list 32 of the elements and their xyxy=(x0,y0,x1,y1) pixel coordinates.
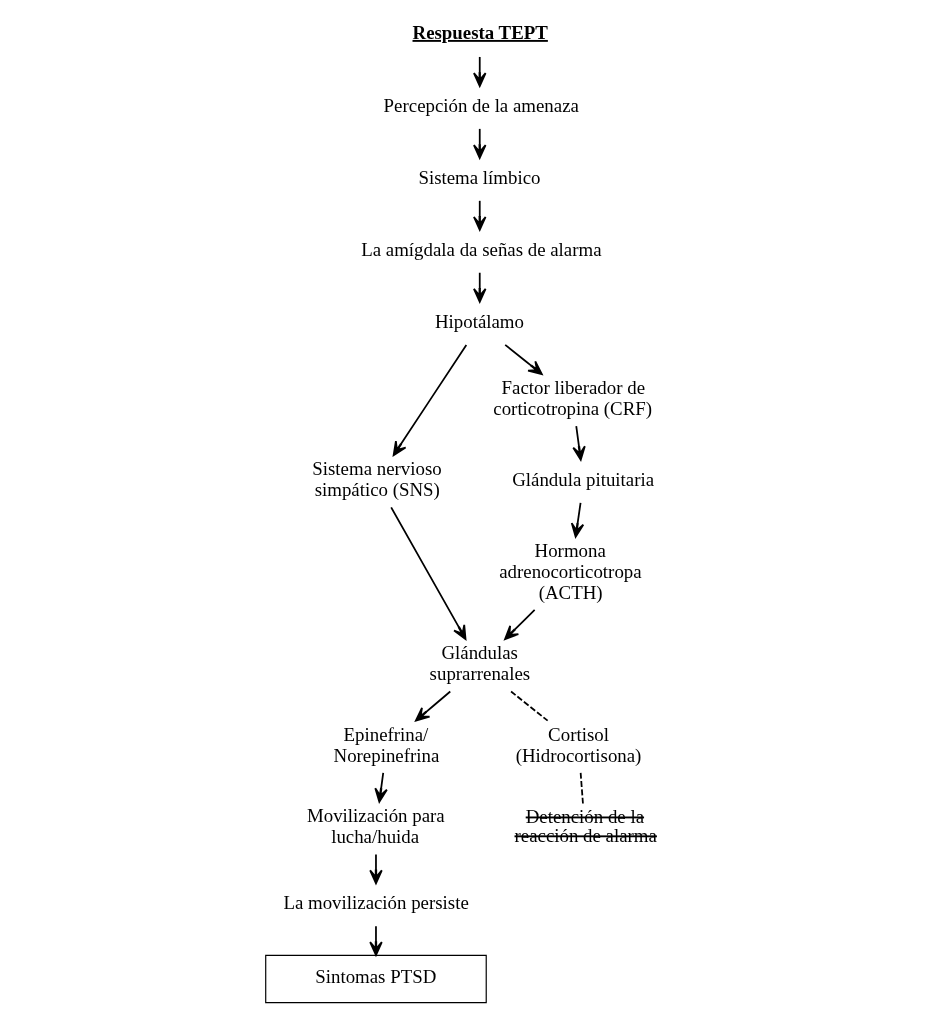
node-text: La amígdala da señas de alarma xyxy=(360,238,602,260)
node-text: Percepción de la amenaza xyxy=(383,94,579,116)
node-text: Glándulas suprarrenales xyxy=(429,641,530,684)
arrow xyxy=(389,506,466,640)
arrow xyxy=(392,343,467,456)
arrow xyxy=(368,924,383,956)
node-text: Cortisol (Hidrocortisona) xyxy=(515,723,641,766)
arrow xyxy=(373,771,388,803)
node-text: La movilización persiste xyxy=(282,891,469,913)
connector xyxy=(509,690,549,722)
node-text: Factor liberador de corticotropina (CRF) xyxy=(492,376,652,419)
node-text: Epinefrina/ Norepinefrina xyxy=(333,723,439,766)
arrow xyxy=(414,690,451,722)
arrow xyxy=(503,343,543,375)
arrow xyxy=(472,127,486,159)
arrow xyxy=(472,271,486,303)
node-text: Detención de la reacción de alarma xyxy=(514,805,657,846)
arrow xyxy=(503,608,536,640)
arrow xyxy=(472,55,486,87)
connector xyxy=(579,771,584,805)
arrow xyxy=(368,853,383,884)
arrow xyxy=(570,501,584,538)
node-text: Sistema nervioso simpático (SNS) xyxy=(311,457,442,500)
node-text: Sistema límbico xyxy=(417,166,540,188)
node-text: Respuesta TEPT xyxy=(412,21,548,43)
node-box: Sintomas PTSD xyxy=(264,954,487,1003)
arrow xyxy=(472,199,486,231)
node-text: Glándula pituitaria xyxy=(511,468,654,490)
node-text: Movilización para lucha/huida xyxy=(306,804,445,847)
node-text: Hormona adrenocorticotropa (ACTH) xyxy=(498,539,642,603)
node-text: Hipotálamo xyxy=(434,310,524,332)
arrow xyxy=(571,424,586,461)
